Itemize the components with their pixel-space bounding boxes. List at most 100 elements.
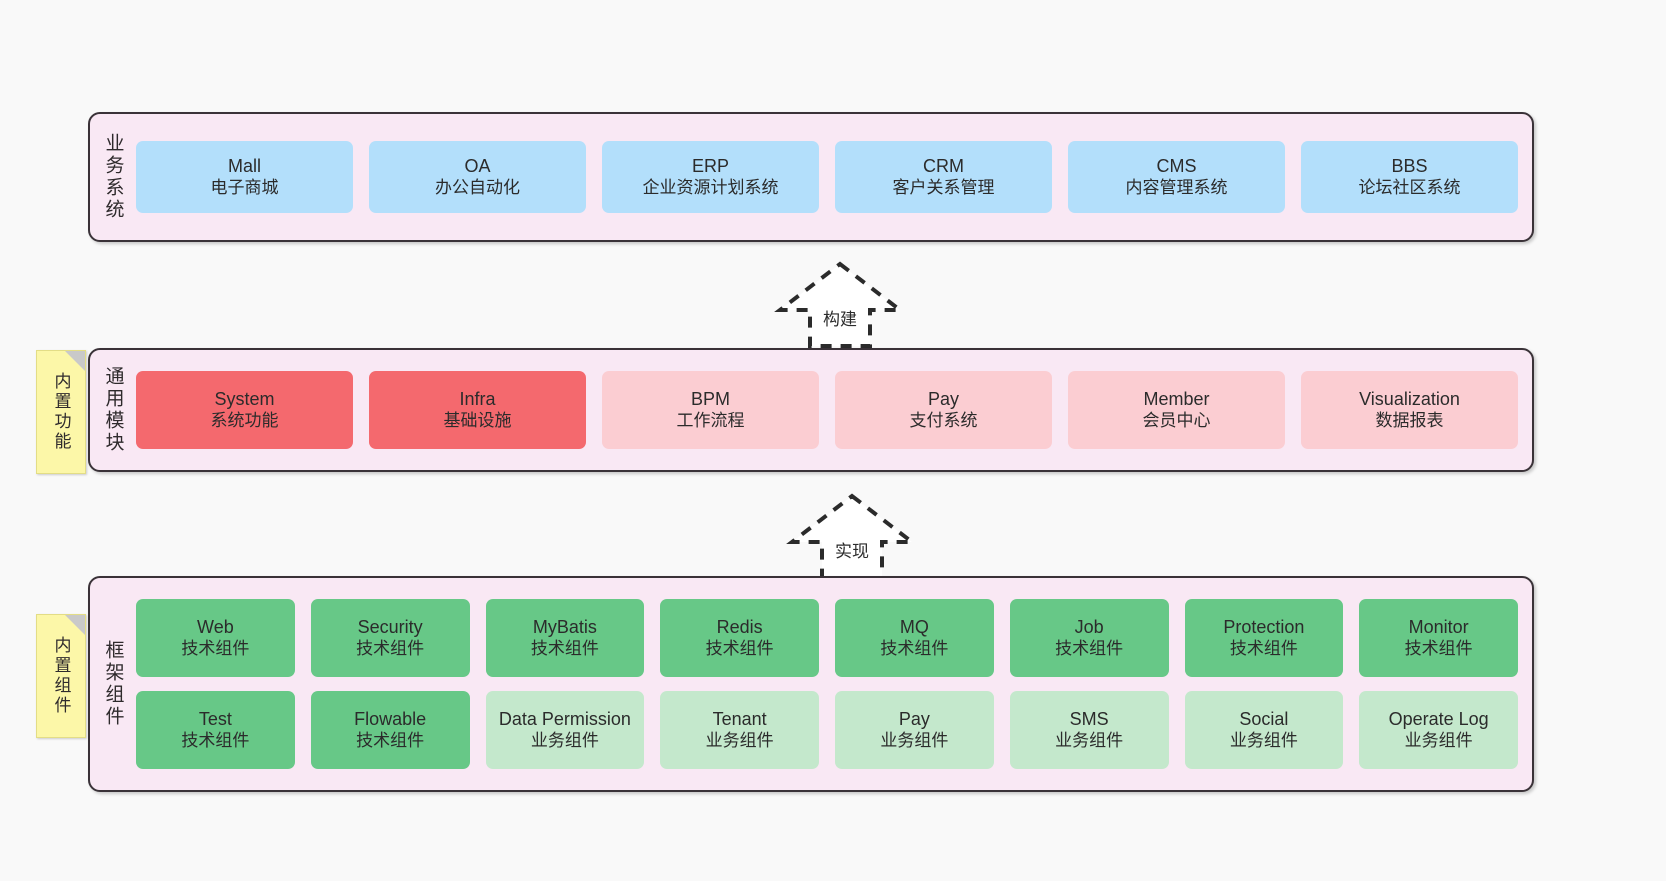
card-mall[interactable]: Mall 电子商城 [136, 141, 353, 213]
card-oa[interactable]: OA 办公自动化 [369, 141, 586, 213]
card-title-cn: 基础设施 [443, 410, 512, 430]
card-pay-module[interactable]: Pay 支付系统 [835, 371, 1052, 449]
card-title-cn: 技术组件 [356, 730, 425, 750]
card-title-cn: 技术组件 [530, 638, 599, 658]
card-title-en: Protection [1223, 616, 1305, 637]
card-title-en: Infra [459, 388, 496, 409]
layer-label-business-systems: 业务系统 [102, 133, 124, 221]
card-title-en: MyBatis [532, 616, 597, 637]
connector-build-arrow: 构建 [760, 258, 920, 352]
card-row: System 系统功能 Infra 基础设施 BPM 工作流程 Pay 支付系统… [136, 371, 1518, 449]
card-title-en: ERP [691, 155, 729, 176]
sticky-note-builtin-components: 内置组件 [36, 614, 86, 738]
layer-body-common-modules: System 系统功能 Infra 基础设施 BPM 工作流程 Pay 支付系统… [136, 350, 1532, 470]
sticky-fold-corner-icon [65, 351, 85, 371]
card-bpm[interactable]: BPM 工作流程 [602, 371, 819, 449]
card-title-en: Mall [227, 155, 261, 176]
sticky-note-label: 内置组件 [51, 636, 71, 716]
card-pay-component[interactable]: Pay 业务组件 [835, 691, 994, 769]
layer-label-framework-components: 框架组件 [102, 640, 124, 728]
card-monitor[interactable]: Monitor 技术组件 [1359, 599, 1518, 677]
layer-framework-components: 框架组件 Web 技术组件 Security 技术组件 MyBatis 技术组件… [88, 576, 1534, 792]
card-tenant[interactable]: Tenant 业务组件 [660, 691, 819, 769]
layer-body-business-systems: Mall 电子商城 OA 办公自动化 ERP 企业资源计划系统 CRM 客户关系… [136, 114, 1532, 240]
card-redis[interactable]: Redis 技术组件 [660, 599, 819, 677]
sticky-note-label: 内置功能 [51, 372, 71, 452]
card-title-cn: 支付系统 [909, 410, 978, 430]
card-title-cn: 系统功能 [210, 410, 279, 430]
card-title-en: Tenant [712, 708, 767, 729]
card-title-cn: 会员中心 [1142, 410, 1211, 430]
card-mybatis[interactable]: MyBatis 技术组件 [485, 599, 645, 677]
card-data-permission[interactable]: Data Permission 业务组件 [485, 691, 645, 769]
card-title-cn: 技术组件 [880, 638, 949, 658]
card-mq[interactable]: MQ 技术组件 [835, 599, 994, 677]
card-title-en: Member [1143, 388, 1210, 409]
card-title-cn: 业务组件 [1229, 730, 1298, 750]
sticky-note-builtin-functions: 内置功能 [36, 350, 86, 474]
card-row: Web 技术组件 Security 技术组件 MyBatis 技术组件 Redi… [136, 599, 1518, 677]
card-system[interactable]: System 系统功能 [136, 371, 353, 449]
card-title-cn: 论坛社区系统 [1358, 177, 1461, 197]
card-title-en: SMS [1069, 708, 1109, 729]
card-title-en: CMS [1156, 155, 1197, 176]
card-title-en: Pay [898, 708, 930, 729]
card-member[interactable]: Member 会员中心 [1068, 371, 1285, 449]
card-title-cn: 办公自动化 [435, 177, 520, 197]
card-sms[interactable]: SMS 业务组件 [1009, 691, 1169, 769]
card-erp[interactable]: ERP 企业资源计划系统 [602, 141, 819, 213]
card-row: Test 技术组件 Flowable 技术组件 Data Permission … [136, 691, 1518, 769]
card-visualization[interactable]: Visualization 数据报表 [1301, 371, 1518, 449]
card-web[interactable]: Web 技术组件 [136, 599, 295, 677]
card-title-cn: 业务组件 [530, 730, 599, 750]
card-cms[interactable]: CMS 内容管理系统 [1068, 141, 1285, 213]
card-social[interactable]: Social 业务组件 [1184, 691, 1344, 769]
card-title-cn: 企业资源计划系统 [642, 177, 779, 197]
card-title-cn: 技术组件 [1404, 638, 1473, 658]
layer-body-framework-components: Web 技术组件 Security 技术组件 MyBatis 技术组件 Redi… [136, 578, 1532, 790]
card-title-cn: 业务组件 [880, 730, 949, 750]
card-title-en: OA [464, 155, 491, 176]
layer-business-systems: 业务系统 Mall 电子商城 OA 办公自动化 ERP 企业资源计划系统 CRM… [88, 112, 1534, 242]
card-crm[interactable]: CRM 客户关系管理 [835, 141, 1052, 213]
card-title-en: CRM [923, 155, 964, 176]
layer-label-common-modules: 通用模块 [102, 366, 124, 454]
card-title-en: MQ [899, 616, 929, 637]
sticky-fold-corner-icon [65, 615, 85, 635]
card-title-en: Monitor [1408, 616, 1469, 637]
card-title-cn: 数据报表 [1375, 410, 1444, 430]
card-job[interactable]: Job 技术组件 [1009, 599, 1169, 677]
card-title-cn: 技术组件 [1229, 638, 1298, 658]
card-title-cn: 内容管理系统 [1125, 177, 1228, 197]
card-test[interactable]: Test 技术组件 [136, 691, 295, 769]
card-title-en: Job [1074, 616, 1104, 637]
card-title-en: Visualization [1359, 388, 1460, 409]
card-title-en: Flowable [354, 708, 427, 729]
connector-implement-arrow: 实现 [772, 490, 932, 584]
card-operate-log[interactable]: Operate Log 业务组件 [1359, 691, 1518, 769]
card-title-cn: 工作流程 [676, 410, 745, 430]
card-title-en: Web [197, 616, 234, 637]
card-title-en: Data Permission [498, 708, 631, 729]
card-flowable[interactable]: Flowable 技术组件 [310, 691, 470, 769]
card-security[interactable]: Security 技术组件 [310, 599, 470, 677]
card-bbs[interactable]: BBS 论坛社区系统 [1301, 141, 1518, 213]
card-title-cn: 业务组件 [1055, 730, 1124, 750]
card-title-en: Social [1239, 708, 1289, 729]
card-title-cn: 业务组件 [705, 730, 774, 750]
card-title-cn: 技术组件 [181, 638, 250, 658]
card-title-cn: 技术组件 [1055, 638, 1124, 658]
card-title-cn: 电子商城 [210, 177, 279, 197]
card-title-en: System [214, 388, 275, 409]
card-title-cn: 业务组件 [1404, 730, 1473, 750]
card-title-en: Security [357, 616, 423, 637]
card-title-cn: 技术组件 [356, 638, 425, 658]
card-title-en: BPM [690, 388, 730, 409]
card-title-en: BBS [1391, 155, 1428, 176]
card-title-en: Redis [716, 616, 763, 637]
card-protection[interactable]: Protection 技术组件 [1184, 599, 1344, 677]
card-infra[interactable]: Infra 基础设施 [369, 371, 586, 449]
card-title-en: Operate Log [1388, 708, 1489, 729]
card-title-cn: 客户关系管理 [892, 177, 995, 197]
